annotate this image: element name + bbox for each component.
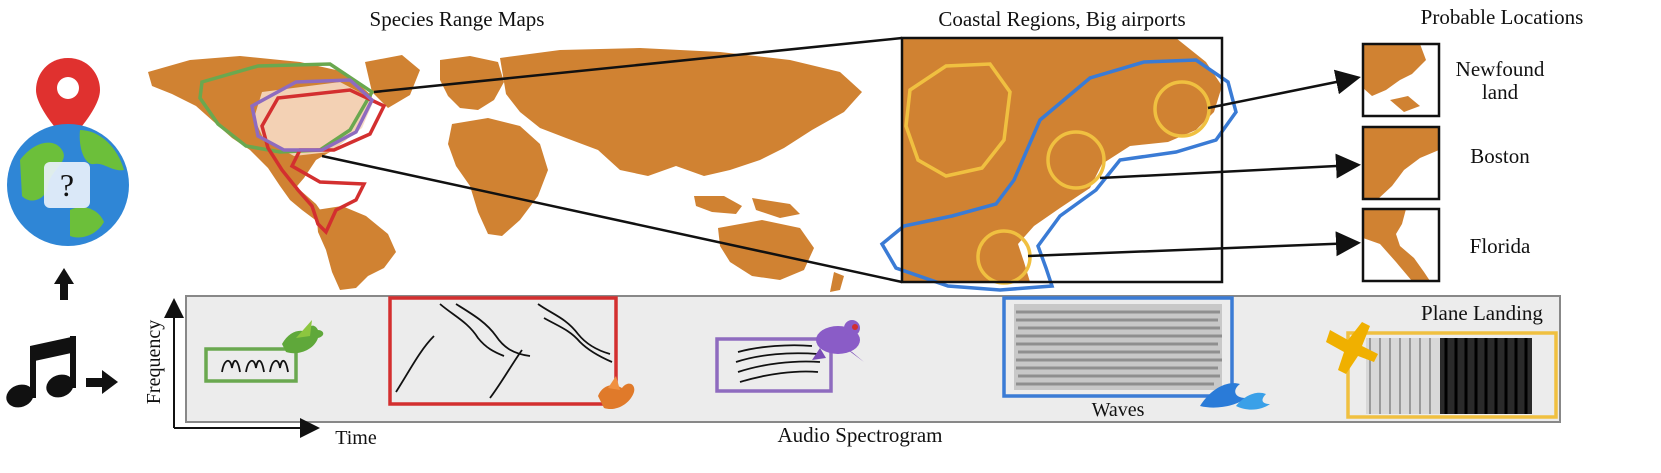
location-arrows bbox=[1027, 69, 1361, 258]
boston-airport-circle bbox=[1046, 130, 1106, 190]
spectrogram-axes bbox=[164, 298, 320, 438]
bird-call-box bbox=[204, 347, 298, 383]
purple-range bbox=[250, 78, 375, 152]
location-label-newfoundland-line2: land bbox=[1482, 80, 1519, 104]
globe-pin-group: ? bbox=[7, 58, 129, 246]
music-note-icon bbox=[6, 336, 76, 408]
x-axis-label: Time bbox=[335, 427, 377, 449]
species-range-maps-title: Species Range Maps bbox=[370, 7, 545, 31]
zoom-lines bbox=[321, 36, 903, 284]
red-range bbox=[260, 88, 387, 236]
wave-icon bbox=[1200, 383, 1270, 410]
location-thumb-florida bbox=[1361, 207, 1441, 283]
plane-landing-box bbox=[1346, 331, 1558, 419]
location-labels: Newfound land Boston Florida bbox=[1456, 57, 1545, 258]
plane-landing-label: Plane Landing bbox=[1421, 301, 1543, 325]
y-axis-label: Frequency bbox=[143, 320, 165, 404]
plane-noise bbox=[1366, 338, 1532, 414]
airplane-icon bbox=[1326, 322, 1378, 374]
frog-icon bbox=[812, 320, 864, 362]
audio-spectrogram-title: Audio Spectrogram bbox=[777, 423, 942, 447]
blue-coastal-region bbox=[879, 58, 1238, 292]
species-ranges bbox=[198, 62, 387, 236]
audio-spectrogram: Waves Plane Landing bbox=[185, 295, 1561, 423]
location-label-florida: Florida bbox=[1470, 234, 1531, 258]
right-arrow bbox=[86, 370, 118, 394]
probable-locations-title: Probable Locations bbox=[1421, 5, 1584, 29]
waves-label: Waves bbox=[1092, 399, 1145, 421]
location-pin-icon bbox=[36, 58, 100, 142]
globe-icon: ? bbox=[7, 124, 129, 246]
bird-icon bbox=[282, 320, 324, 354]
location-label-newfoundland-line1: Newfound bbox=[1456, 57, 1545, 81]
up-arrow bbox=[54, 268, 74, 300]
yellow-inland-region bbox=[904, 62, 1012, 178]
location-thumb-boston bbox=[1361, 125, 1441, 201]
frog-call-box bbox=[715, 337, 833, 393]
globe-question-mark: ? bbox=[60, 167, 74, 203]
world-map bbox=[148, 48, 862, 292]
location-thumb-newfoundland bbox=[1361, 42, 1441, 118]
orange-bird-icon bbox=[598, 376, 635, 410]
coastal-zoom-map bbox=[879, 36, 1238, 292]
location-label-boston: Boston bbox=[1470, 144, 1530, 168]
red-call-box bbox=[388, 296, 618, 406]
coastal-regions-title: Coastal Regions, Big airports bbox=[938, 7, 1185, 31]
waves-box bbox=[1002, 296, 1234, 398]
waves-noise bbox=[1014, 304, 1222, 390]
